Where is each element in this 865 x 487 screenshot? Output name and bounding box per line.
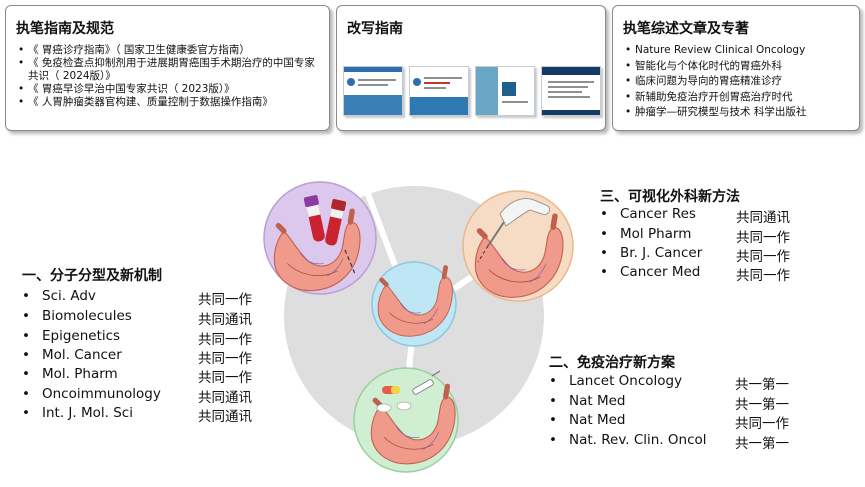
author-role: 共同一作 [735,416,789,432]
author-role: 共同通讯 [198,312,252,328]
author-role: 共同一作 [198,332,252,348]
review-item: 临床问题为导向的胃癌精准诊疗 [625,74,855,90]
guideline-item: 《 人胃肿瘤类器官构建、质量控制于数据操作指南》 [18,96,325,109]
journal-name: Nat Med [569,412,626,428]
surgery-circle [462,190,574,302]
center-circle [371,261,457,347]
guideline-item: 《 免疫检查点抑制剂用于进展期胃癌围手术期治疗的中国专家共识（ 2024版）》 [18,57,325,83]
bullet: • [600,264,608,280]
journal-name: Int. J. Mol. Sci [42,405,133,421]
pills-syringe-icon [376,370,441,413]
journal-name: Cancer Res [620,206,696,222]
bullet: • [600,226,608,242]
author-role: 共同一作 [736,249,790,265]
review-item: Nature Review Clinical Oncology [625,43,855,59]
author-role: 共同通讯 [198,390,252,406]
journal-name: Nat. Rev. Clin. Oncol [569,432,707,448]
reviews-books-card: 执笔综述文章及专著 Nature Review Clinical Oncolog… [612,5,860,131]
review-item: 肿瘤学—研究模型与技术 科学出版社 [625,105,855,121]
journal-name: Biomolecules [42,308,132,324]
journal-name: Mol. Pharm [42,366,118,382]
author-role: 共同通讯 [198,409,252,425]
immunotherapy-circle [353,367,459,473]
journal-name: Epigenetics [42,328,121,344]
journal-name: Mol Pharm [620,226,692,242]
blood-sample-tubes-icon [303,195,347,246]
guidelines-card-title: 执笔指南及规范 [16,21,114,37]
bullet: • [600,206,608,222]
author-role: 共同一作 [198,370,252,386]
guidelines-list: 《 胃癌诊疗指南》（ 国家卫生健康委官方指南） 《 免疫检查点抑制剂用于进展期胃… [18,44,325,109]
bullet: • [22,366,30,382]
author-role: 共同一作 [198,292,252,308]
author-role: 共同通讯 [736,210,790,226]
journal-name: Oncoimmunology [42,386,161,402]
bullet: • [22,347,30,363]
bullet: • [549,432,557,448]
rewritten-guidelines-title: 改写指南 [347,21,403,37]
journal-name: Sci. Adv [42,288,96,304]
rewritten-guidelines-card: 改写指南 [336,5,606,131]
review-item: 新辅助免疫治疗开创胃癌治疗时代 [625,90,855,106]
author-role: 共同一作 [198,351,252,367]
journal-name: Lancet Oncology [569,373,683,389]
bullet: • [22,386,30,402]
author-role: 共一第一 [735,397,789,413]
guideline-item: 《 胃癌诊疗指南》（ 国家卫生健康委官方指南） [18,44,325,57]
immunotherapy-section-title: 二、免疫治疗新方案 [549,355,675,371]
bullet: • [600,245,608,261]
molecular-section-title: 一、分子分型及新机制 [22,268,162,284]
author-role: 共一第一 [735,377,789,393]
bullet: • [549,373,557,389]
surgery-section-title: 三、可视化外科新方法 [600,189,740,205]
author-role: 共一第一 [735,436,789,452]
guideline-cover-icon [475,66,535,116]
bullet: • [22,328,30,344]
review-item: 智能化与个体化时代的胃癌外科 [625,59,855,75]
bullet: • [549,393,557,409]
guideline-cover-icon [343,66,403,116]
guideline-cover-icon [541,66,601,116]
journal-name: Cancer Med [620,264,701,280]
author-role: 共同一作 [736,268,790,284]
guidelines-card: 执笔指南及规范 《 胃癌诊疗指南》（ 国家卫生健康委官方指南） 《 免疫检查点抑… [5,5,330,131]
reviews-books-title: 执笔综述文章及专著 [623,21,749,37]
journal-name: Br. J. Cancer [620,245,703,261]
author-role: 共同一作 [736,230,790,246]
surgical-glove-icon [487,198,551,247]
guideline-item: 《 胃癌早诊早治中国专家共识（ 2023版）》 [18,83,325,96]
molecular-circle [263,181,377,295]
journal-name: Mol. Cancer [42,347,122,363]
bullet: • [22,288,30,304]
bullet: • [22,308,30,324]
reviews-list: Nature Review Clinical Oncology 智能化与个体化时… [625,43,855,121]
bullet: • [549,412,557,428]
bullet: • [22,405,30,421]
guideline-cover-icon [409,66,469,116]
journal-name: Nat Med [569,393,626,409]
